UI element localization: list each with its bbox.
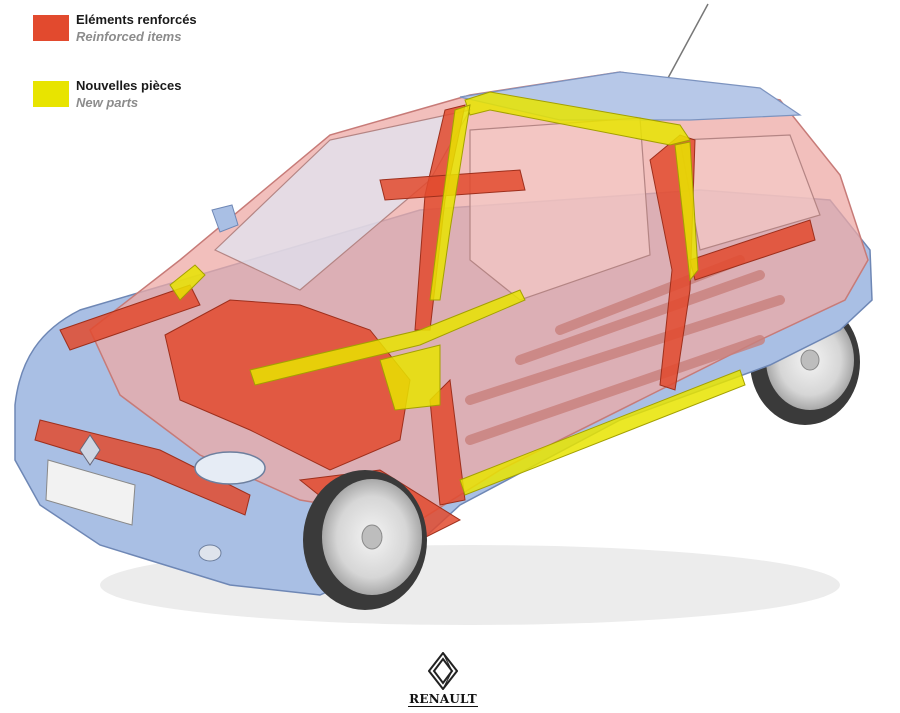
front-emblem	[79, 434, 101, 466]
side-mirror	[211, 204, 239, 233]
brand-logo: RENAULT	[405, 652, 481, 708]
license-plate	[45, 459, 136, 526]
brand-name: RENAULT	[408, 692, 478, 707]
legend-sublabel-reinforced: Reinforced items	[76, 29, 182, 44]
front-wheel	[303, 470, 427, 610]
headlight	[194, 451, 266, 485]
reinforced-color-swatch	[33, 15, 69, 41]
new-parts	[169, 91, 746, 496]
fog-light	[198, 544, 222, 562]
legend-label-reinforced: Eléments renforcés	[76, 12, 197, 27]
new-parts-color-swatch	[33, 81, 69, 107]
floor-members	[465, 255, 785, 445]
antenna	[667, 3, 709, 79]
legend-label-new-parts: Nouvelles pièces	[76, 78, 182, 93]
renault-diamond-icon	[428, 652, 458, 690]
legend-sublabel-new-parts: New parts	[76, 95, 139, 110]
